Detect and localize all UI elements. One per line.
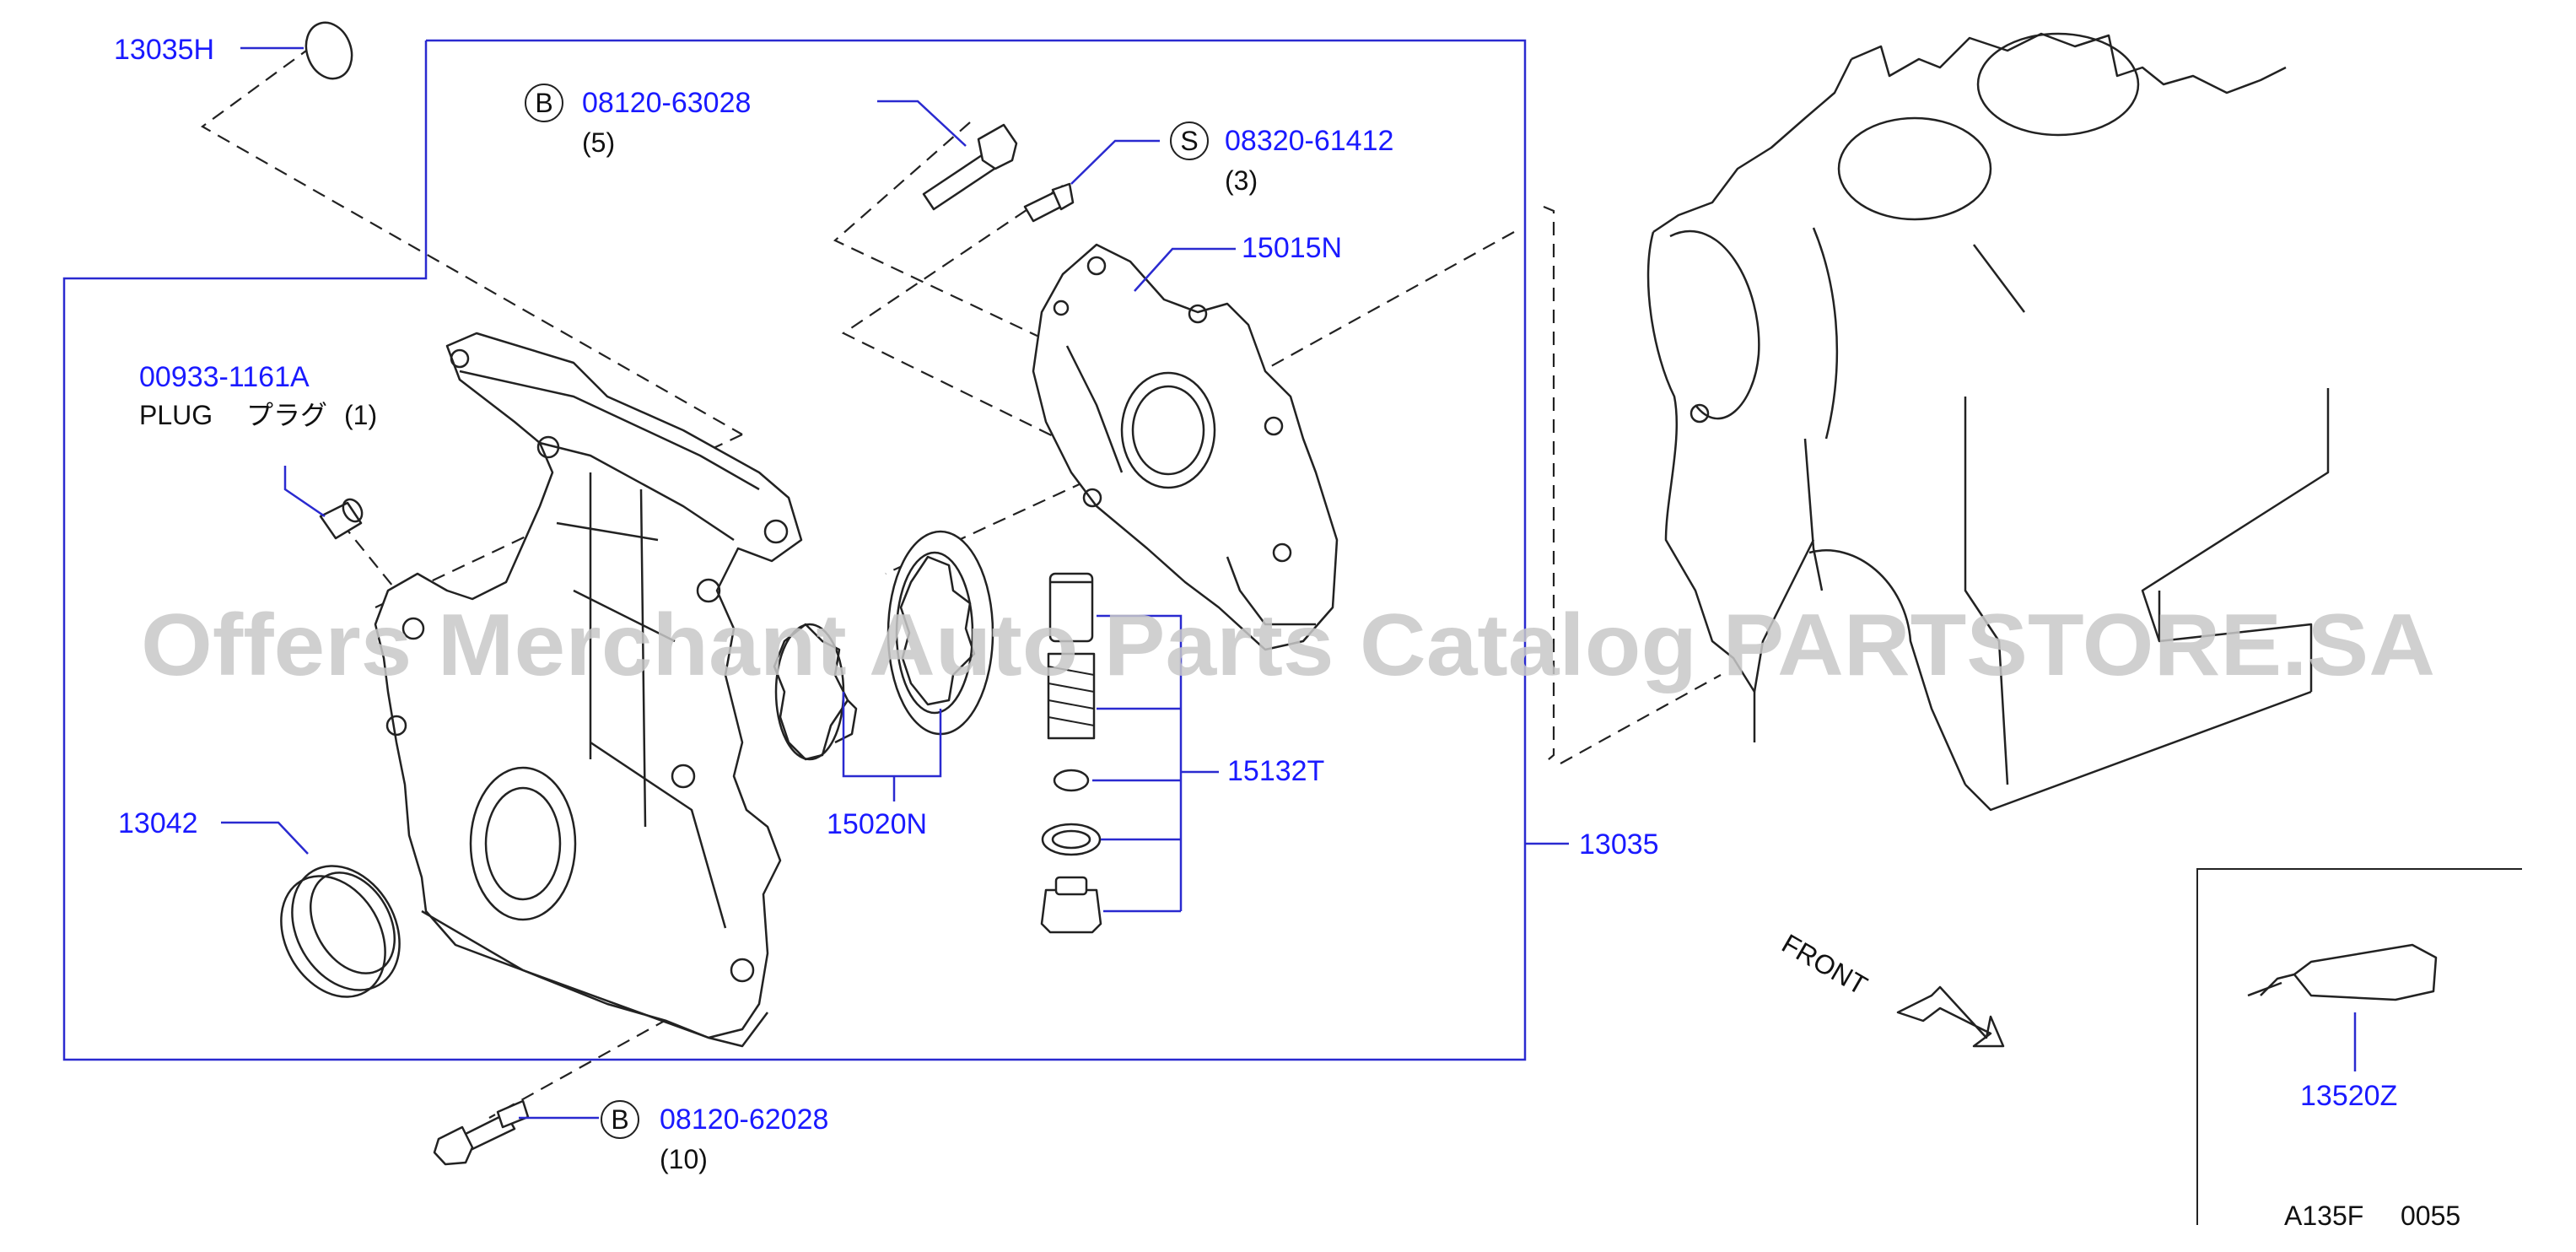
- part-label-08320-61412[interactable]: 08320-61412: [1225, 125, 1393, 157]
- assembly-frame: [62, 39, 1527, 1061]
- relief-valve-parts-shape: [1040, 572, 1102, 934]
- bolt-08120-62028-shape: [433, 1099, 530, 1166]
- front-label: FRONT: [1777, 928, 1873, 1001]
- part-label-13035h[interactable]: 13035H: [114, 34, 214, 66]
- bolt-symbol-b-top-text: B: [535, 88, 552, 118]
- screw-symbol-s: S: [1170, 121, 1209, 160]
- oil-seal-13042-shape: [280, 865, 401, 998]
- part-label-15020n[interactable]: 15020N: [827, 808, 927, 840]
- part-label-13042[interactable]: 13042: [118, 807, 198, 839]
- plug-label: PLUG: [139, 400, 213, 430]
- part-label-08120-62028[interactable]: 08120-62028: [660, 1104, 828, 1136]
- screw-08320-61412-shape: [1023, 182, 1075, 223]
- qty-08320-61412: (3): [1225, 165, 1258, 196]
- oil-pump-body-shape: [1032, 243, 1339, 651]
- front-cover-shape: [374, 332, 803, 1048]
- bolt-symbol-b-top: B: [525, 84, 563, 122]
- qty-08120-63028: (5): [582, 127, 615, 158]
- part-label-13520z[interactable]: 13520Z: [2300, 1080, 2397, 1112]
- bolt-symbol-b-bottom-text: B: [611, 1104, 628, 1135]
- cap-13035h-shape: [304, 21, 353, 80]
- bolt-symbol-b-bottom: B: [601, 1100, 639, 1139]
- part-label-13035[interactable]: 13035: [1579, 828, 1659, 861]
- inset-frame: [2196, 868, 2522, 1225]
- screw-symbol-s-text: S: [1180, 126, 1198, 156]
- leader-lines: [221, 46, 2357, 1120]
- diagram-code: A135F: [2284, 1201, 2363, 1231]
- part-label-08120-63028[interactable]: 08120-63028: [582, 87, 751, 119]
- block-dashed-edge: [1543, 205, 1555, 764]
- qty-00933-1161a: (1): [344, 400, 377, 430]
- watermark-text: Offers Merchant Auto Parts Catalog PARTS…: [141, 596, 2435, 694]
- plug-00933-1161a-shape: [319, 498, 364, 540]
- part-label-15015n[interactable]: 15015N: [1242, 232, 1342, 264]
- front-arrow-icon: [1896, 985, 2005, 1048]
- part-label-00933-1161a[interactable]: 00933-1161A: [139, 361, 310, 393]
- part-label-15132t[interactable]: 15132T: [1227, 755, 1324, 787]
- sealant-tube-shape: [2247, 943, 2438, 1001]
- diagram-number: 0055: [2401, 1201, 2460, 1231]
- plug-label-jp: プラグ: [246, 400, 327, 430]
- bolt-08120-63028-shape: [922, 123, 1018, 211]
- engine-block-outline: [1646, 32, 2330, 812]
- qty-08120-62028: (10): [660, 1144, 708, 1174]
- gear-set-15020n-shape: [773, 530, 994, 761]
